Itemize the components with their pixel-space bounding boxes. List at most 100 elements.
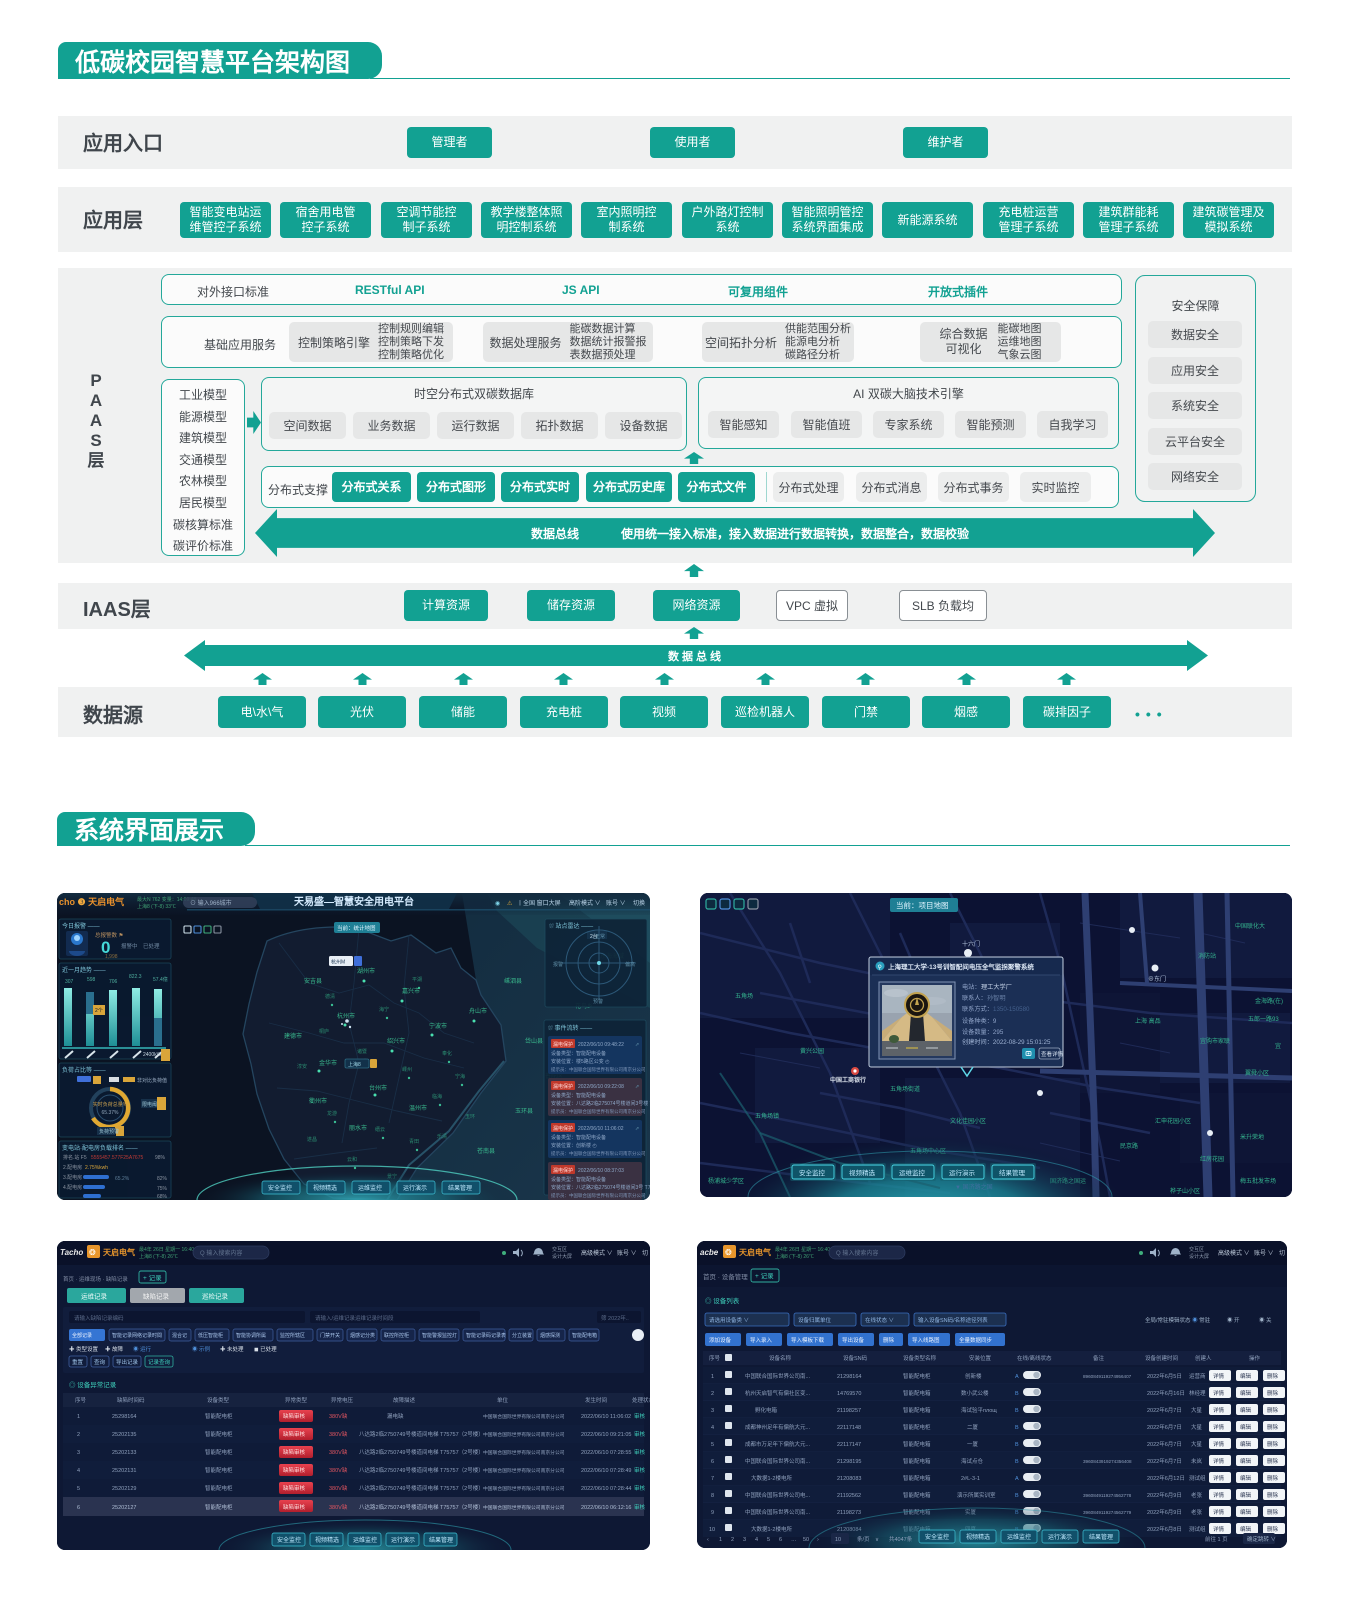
- svg-text:中国联合国际世界有限公司南京分公司: 中国联合国际世界有限公司南京分公司: [483, 1467, 565, 1474]
- svg-text:706: 706: [109, 979, 118, 985]
- svg-text:异常电压: 异常电压: [331, 1396, 354, 1404]
- svg-text:最大N 762 变量：14:09:48: 最大N 762 变量：14:09:48: [137, 896, 196, 903]
- svg-text:运行演示: 运行演示: [391, 1536, 415, 1544]
- svg-text:民京路: 民京路: [1120, 1142, 1138, 1150]
- svg-text:2: 2: [731, 1537, 734, 1543]
- svg-text:设备类型：智能配电设备: 设备类型：智能配电设备: [551, 1176, 606, 1183]
- svg-text:发生时间: 发生时间: [585, 1396, 607, 1404]
- svg-text:智能配电箱: 智能配电箱: [903, 1491, 931, 1499]
- svg-text:最4年 26日 星期一 16:40:44: 最4年 26日 星期一 16:40:44: [139, 1246, 201, 1253]
- svg-text:天启电气: 天启电气: [103, 1247, 135, 1257]
- svg-text:◉ 关: ◉ 关: [1259, 1316, 1272, 1324]
- svg-text:22117148: 22117148: [837, 1425, 861, 1431]
- svg-text:B: B: [1015, 1493, 1019, 1499]
- svg-text:杭州M: 杭州M: [331, 959, 345, 966]
- svg-text:⛆ 站点雷达 ——: ⛆ 站点雷达 ——: [549, 922, 593, 930]
- svg-text:正常: 正常: [595, 933, 605, 940]
- svg-text:缺陷时间码: 缺陷时间码: [117, 1396, 145, 1404]
- svg-text:切: 切: [1279, 1250, 1285, 1257]
- svg-text:设备种类：9: 设备种类：9: [962, 1017, 997, 1025]
- svg-text:混合记: 混合记: [172, 1332, 187, 1339]
- svg-text:实时负荷总量%: 实时负荷总量%: [93, 1101, 128, 1108]
- svg-text:5: 5: [711, 1442, 714, 1448]
- svg-text:上海8 (下-8) 26℃: 上海8 (下-8) 26℃: [139, 1253, 178, 1260]
- svg-text:德清: 德清: [325, 993, 335, 1000]
- svg-text:75%: 75%: [157, 1186, 168, 1192]
- svg-text:运行演示: 运行演示: [949, 1168, 976, 1177]
- svg-text:50: 50: [803, 1537, 809, 1543]
- svg-text:上海8: 上海8: [348, 1061, 361, 1068]
- svg-text:米升荣地: 米升荣地: [1240, 1133, 1264, 1141]
- svg-text:2022/06/10 11:06:02: 2022/06/10 11:06:02: [578, 1126, 624, 1132]
- svg-text:在线状态 ∨: 在线状态 ∨: [865, 1316, 894, 1324]
- svg-text:3960849119274562779: 3960849119274562779: [1083, 1510, 1132, 1515]
- svg-text:68%: 68%: [157, 1194, 168, 1200]
- svg-text:全量数据同步: 全量数据同步: [959, 1336, 993, 1344]
- svg-text:6: 6: [77, 1505, 80, 1511]
- svg-text:25298164: 25298164: [112, 1414, 136, 1420]
- svg-text:3.配电房: 3.配电房: [63, 1174, 82, 1181]
- svg-text:380V缺: 380V缺: [329, 1466, 348, 1474]
- svg-text:处理状态: 处理状态: [632, 1396, 650, 1404]
- svg-text:⇗: ⇗: [635, 1084, 639, 1090]
- svg-text:cho ❸ 天启电气: cho ❸ 天启电气: [59, 896, 124, 907]
- svg-text:‹: ‹: [707, 1537, 709, 1543]
- svg-text:台州市: 台州市: [369, 1084, 387, 1092]
- svg-text:排名.站 F5: 排名.站 F5: [63, 1154, 87, 1161]
- svg-text:智能配电箱: 智能配电箱: [903, 1440, 931, 1448]
- svg-text:请输入缺陷记录编码: 请输入缺陷记录编码: [74, 1314, 124, 1322]
- svg-text:8960849119274956407: 8960849119274956407: [1083, 1374, 1132, 1379]
- svg-text:上海8 (下-8) 33℃: 上海8 (下-8) 33℃: [137, 903, 176, 910]
- svg-text:21208083: 21208083: [837, 1476, 861, 1482]
- svg-text:高级模式 ∨: 高级模式 ∨: [581, 1249, 613, 1257]
- svg-text:安装位置：创新楼 ◴: 安装位置：创新楼 ◴: [551, 1142, 597, 1149]
- svg-text:2022年6月9日: 2022年6月9日: [1147, 1491, 1182, 1499]
- svg-text:中国联合国际世界公司电...: 中国联合国际世界公司电...: [745, 1491, 811, 1499]
- svg-text:智能配电柜: 智能配电柜: [903, 1423, 931, 1431]
- svg-text:已处理: 已处理: [143, 942, 160, 950]
- svg-text:2022年6月7日: 2022年6月7日: [1147, 1423, 1182, 1431]
- svg-text:电站：: 电站：: [962, 983, 981, 991]
- svg-text:天启电气: 天启电气: [739, 1247, 771, 1257]
- svg-text:缺陷审核: 缺陷审核: [283, 1430, 306, 1438]
- svg-text:›: ›: [817, 1537, 819, 1543]
- svg-text:报警中: 报警中: [121, 942, 138, 950]
- svg-text:审核: 审核: [634, 1466, 646, 1474]
- svg-text:宜购市家联: 宜购市家联: [1200, 1037, 1230, 1045]
- svg-text:查询: 查询: [94, 1358, 106, 1366]
- svg-text:桐庐: 桐庐: [319, 1028, 329, 1035]
- svg-text:单位: 单位: [497, 1396, 509, 1404]
- svg-text:上海8 (下-8) 26℃: 上海8 (下-8) 26℃: [775, 1253, 814, 1260]
- svg-text:2400kW: 2400kW: [143, 1052, 162, 1058]
- svg-text:21198273: 21198273: [837, 1510, 861, 1516]
- svg-text:57.4億: 57.4億: [153, 976, 168, 983]
- svg-text:65.2%: 65.2%: [115, 1176, 130, 1182]
- svg-text:五角场: 五角场: [735, 992, 753, 1000]
- svg-text:八达路2临2750749号楼道间电梯 T75757（2号楼）: 八达路2临2750749号楼道间电梯 T75757（2号楼）: [359, 1430, 484, 1438]
- svg-text:全部记录: 全部记录: [72, 1332, 92, 1339]
- svg-text:1: 1: [711, 1374, 714, 1380]
- svg-text:创建时间：2022-08-29 15:01:25: 创建时间：2022-08-29 15:01:25: [962, 1038, 1051, 1046]
- svg-text:监控所辖区: 监控所辖区: [280, 1332, 305, 1339]
- svg-text:25202135: 25202135: [112, 1432, 136, 1438]
- svg-text:条/页: 条/页: [857, 1535, 870, 1543]
- svg-text:大星: 大星: [1191, 1423, 1203, 1431]
- svg-text:首页 · 设备管理: 首页 · 设备管理: [703, 1272, 748, 1281]
- svg-text:视频精选: 视频精选: [313, 1184, 337, 1192]
- svg-text:2022/06/10 09:22:08: 2022/06/10 09:22:08: [578, 1084, 624, 1090]
- svg-text:文化佳园小区: 文化佳园小区: [950, 1117, 986, 1125]
- svg-text:八达路2临2750749号楼道间电梯 T75757（2号楼）: 八达路2临2750749号楼道间电梯 T75757（2号楼）: [359, 1484, 484, 1492]
- svg-text:梅五批发市场: 梅五批发市场: [1240, 1177, 1276, 1185]
- svg-text:98%: 98%: [155, 1155, 166, 1161]
- svg-text:3: 3: [77, 1450, 80, 1456]
- svg-text:5: 5: [767, 1537, 770, 1543]
- svg-text:2022/06/10 09:48:22: 2022/06/10 09:48:22: [578, 1042, 624, 1048]
- svg-text:未岚: 未岚: [1191, 1457, 1203, 1465]
- svg-text:金华市: 金华市: [319, 1059, 337, 1067]
- svg-text:Q 输入搜索内容: Q 输入搜索内容: [836, 1249, 878, 1257]
- svg-text:380V缺: 380V缺: [329, 1430, 348, 1438]
- svg-text:B: B: [1015, 1408, 1019, 1414]
- svg-text:漏电保护: 漏电保护: [553, 1125, 573, 1132]
- svg-text:负荷占比等 ——: 负荷占比等 ——: [62, 1066, 106, 1074]
- svg-text:设备类型：智能配电设备: 设备类型：智能配电设备: [551, 1134, 606, 1141]
